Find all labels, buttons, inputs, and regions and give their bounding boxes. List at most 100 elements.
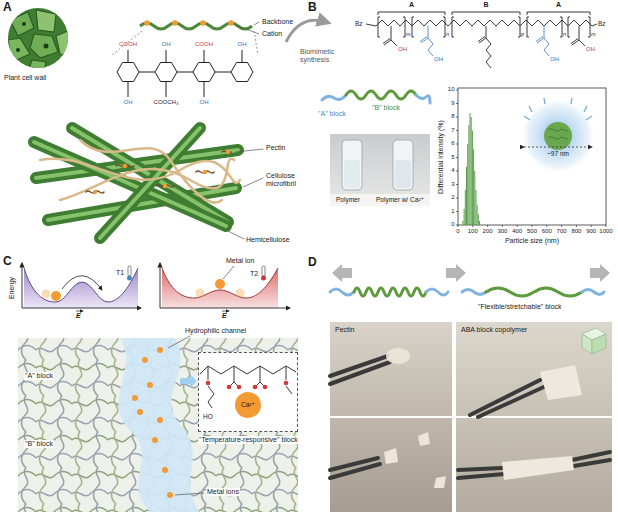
label-text: Pectin [266,144,285,152]
cellulose-microfibrils [226,230,244,239]
label-text: Bz [598,20,606,27]
label-text: 10 [448,86,455,93]
size-distribution-chart [478,214,479,225]
particle-illustration [524,147,592,148]
panel-letter: D [308,256,317,270]
inset-chemistry [227,385,232,390]
size-distribution-chart [456,88,606,227]
label-text: Energy [8,277,16,299]
aba-structure [366,12,597,68]
node-text: Polymer w/ Ca²⁺ [376,196,424,203]
label-text: OH [398,46,407,53]
label-text: "A" block [24,372,54,380]
plant-cell-wall-icon [10,12,34,36]
inset-chemistry [200,366,296,374]
pectin-backbone-chain [112,20,259,55]
size-distribution-chart [456,90,458,225]
pectin-structure [117,50,253,97]
node-text: ABA block copolymer [461,326,527,334]
particle-circle: ~97 nm [520,98,596,174]
size-distribution-chart [465,190,466,225]
pectin-photo [330,322,452,512]
energy-landscape [215,279,225,289]
energy-landscape [24,268,138,308]
inset-chemistry [208,366,214,408]
vial-photo [393,140,413,190]
pectin-backbone-chain [140,23,252,29]
aba-structure [378,17,405,37]
inset-chemistry [206,381,289,390]
label-text: Plant cell wall [4,74,46,82]
aba-structure [383,26,397,46]
aba-structure [571,26,585,46]
pectin-backbone-chain [254,22,259,25]
label-text: Cation [262,30,282,38]
cellulose-microfibrils [236,149,263,152]
panel-letter: B [308,1,317,15]
copolymer-photo [540,365,582,400]
energy-landscape [76,311,83,312]
stretch-chain-icon [330,264,610,296]
energy-landscape [162,268,278,298]
label-text: 300 [497,228,507,235]
node-text: Polymer [336,196,360,203]
pectin-backbone-chain [112,31,258,55]
polymer-network [198,352,298,432]
label-text: "B" block [24,440,54,448]
label-text: 0 [456,228,459,235]
stretch-chain-icon [462,290,486,295]
polymer-network [18,336,298,512]
aba-structure [412,17,445,37]
size-distribution-chart [462,113,480,225]
pectin-structure [128,50,242,63]
photo-panel: Pectin [330,322,452,512]
pectin-photo [386,348,410,364]
particle-illustration [520,98,596,174]
energy-landscape [236,289,245,298]
polymer-chain-icon [416,95,430,103]
label-text: T1 [116,269,124,277]
energy-landscape [261,276,266,281]
energy-landscape [223,266,234,279]
inset-chemistry [255,366,265,387]
label-text: 7 [451,127,454,134]
copolymer-photo [592,334,606,354]
plant-cell-wall-icon [22,22,26,26]
label-text: E [76,312,81,320]
label-text: Hemicellulose [246,236,290,244]
label-text: 800 [571,228,581,235]
label-text: 100 [468,228,478,235]
size-distribution-chart [479,221,480,225]
panel-letter: A [3,1,12,15]
cellulose-microfibrils [93,190,97,194]
inset-chemistry [284,381,289,386]
plant-cell-wall-icon [8,8,70,72]
pectin-backbone-chain [228,20,234,26]
stretch-chain-icon [486,288,582,296]
copolymer-photo [470,380,546,417]
pectin-backbone-chain [235,25,259,34]
energy-landscape [62,276,102,290]
label-text: 2 [451,194,454,201]
cellulose-microfibrils [203,170,207,174]
label-text: COOH [119,41,137,48]
label-text: 5 [451,154,454,161]
energy-landscape [22,263,290,311]
plant-cell-wall-icon [8,10,70,72]
label-text: Particle size (nm) [505,237,559,245]
size-distribution-chart [468,125,469,225]
energy-landscape [222,311,229,312]
photo-panel: Polymer Polymer w/ Ca²⁺ [330,134,430,206]
label-text: E [222,312,227,320]
cellulose-microfibrils [100,128,200,238]
label-text: Cellulose microfibril [266,172,308,188]
cellulose-microfibrils [243,178,263,187]
polymer-network [118,338,200,512]
pectin-photo [330,322,452,512]
copolymer-photo [456,322,612,512]
label-text: 600 [542,228,552,235]
polymer-network [157,347,163,353]
size-distribution-chart [474,171,475,225]
energy-landscape [127,276,132,281]
